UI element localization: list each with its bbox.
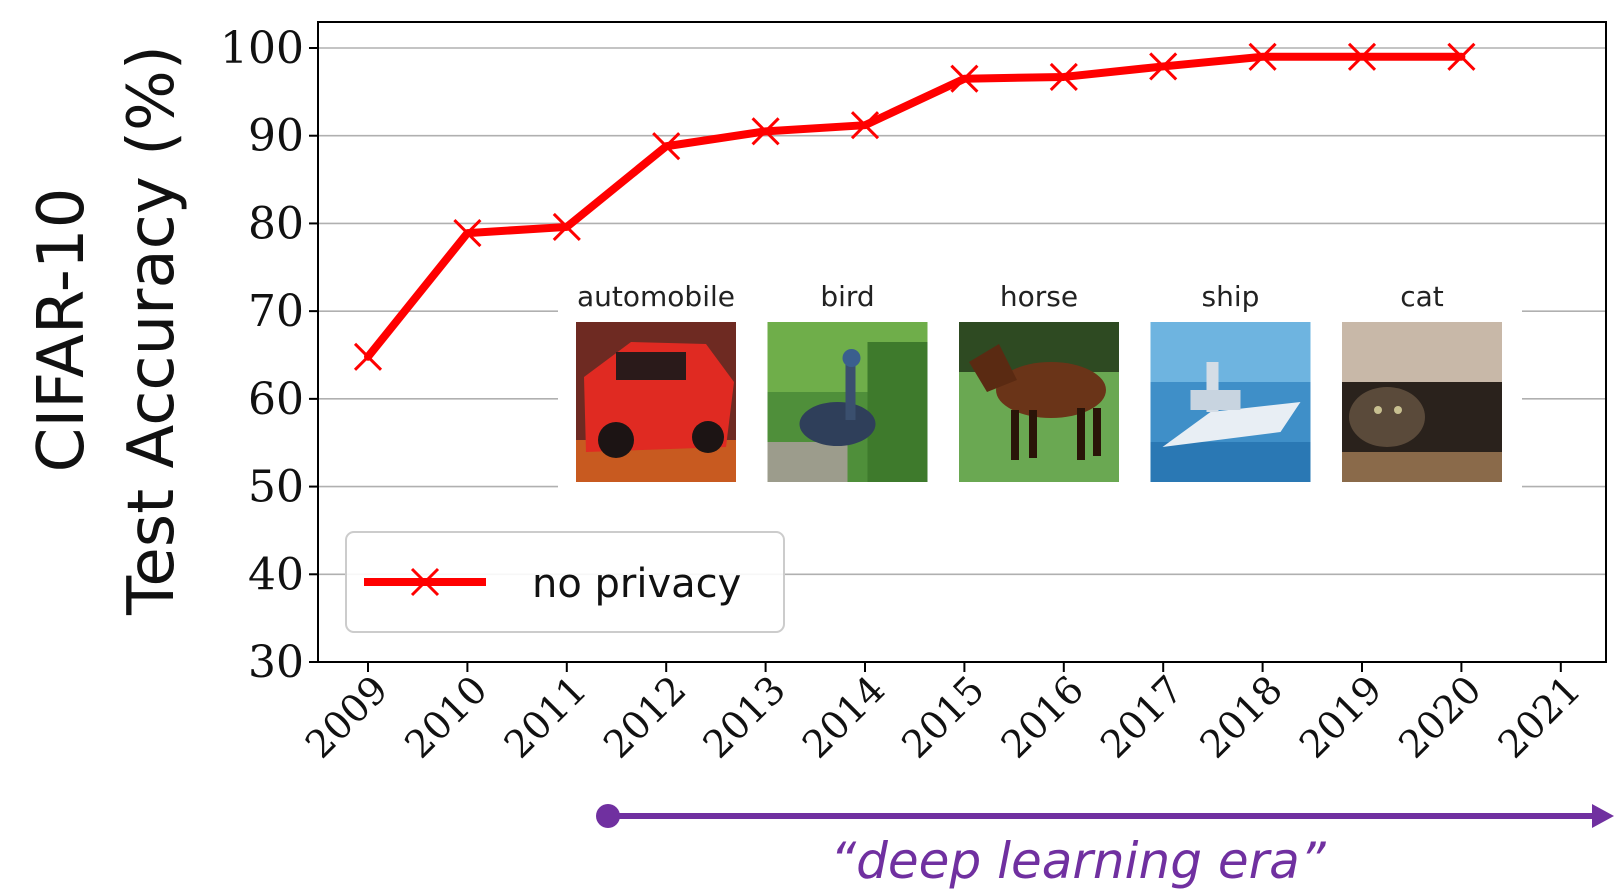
y-tick-label-80: 80: [248, 198, 304, 249]
thumbnail-label-bird: bird: [820, 280, 874, 313]
data-point-2017: [1149, 52, 1178, 81]
data-point-2020: [1447, 42, 1476, 71]
thumbnail-cat: cat: [1342, 280, 1502, 482]
data-point-2018: [1248, 42, 1277, 71]
thumbnail-image-cat: [1342, 322, 1502, 482]
thumbnail-image-bird: [767, 322, 928, 482]
data-point-2014: [850, 111, 880, 140]
y-tick-label-40: 40: [248, 549, 304, 600]
thumbnail-image-ship: [1150, 322, 1311, 482]
legend-marker-no-privacy: [364, 567, 486, 597]
era-label: “deep learning era”: [830, 832, 1327, 890]
data-point-2019: [1347, 42, 1377, 71]
y-axis-title-line-1: CIFAR-10: [25, 188, 99, 473]
thumbnail-image-horse: [959, 322, 1119, 482]
plot-frame: [317, 21, 1607, 663]
thumbnail-ship: ship: [1150, 280, 1311, 482]
deep-learning-era-annotation: “deep learning era”: [596, 804, 1614, 890]
data-point-2011: [552, 212, 581, 241]
y-axis-title-line-2: Test Accuracy (%): [115, 45, 189, 616]
thumbnail-label-horse: horse: [1000, 280, 1078, 313]
data-point-2010: [453, 219, 482, 248]
data-series: [353, 42, 1476, 371]
data-point-2009: [353, 342, 383, 371]
series-line-no-privacy: [364, 52, 1466, 361]
y-tick-label-100: 100: [220, 23, 304, 74]
y-tick-label-30: 30: [248, 637, 304, 688]
axes: [317, 21, 1607, 663]
data-point-2015: [950, 64, 979, 93]
y-tick-label-50: 50: [248, 462, 304, 513]
y-tick-label-70: 70: [248, 286, 304, 337]
era-arrow-head: [1592, 804, 1614, 828]
legend-label-no-privacy: no privacy: [532, 561, 741, 607]
legend-box: [345, 531, 785, 633]
data-point-2016: [1049, 62, 1078, 92]
data-point-2012: [652, 132, 681, 161]
thumbnail-image-automobile: [576, 322, 736, 482]
era-arrow-start-dot: [596, 804, 620, 828]
thumbnail-label-automobile: automobile: [577, 280, 735, 313]
thumbnail-label-ship: ship: [1202, 280, 1260, 313]
thumbnail-bird: bird: [767, 280, 928, 482]
thumbnail-automobile: automobile: [576, 280, 736, 482]
thumbnail-horse: horse: [959, 280, 1119, 482]
data-point-2013: [751, 117, 780, 146]
cifar-thumbnails: automobile bird horse ship cat: [558, 280, 1522, 490]
y-tick-label-60: 60: [248, 374, 304, 425]
y-tick-label-90: 90: [248, 111, 304, 162]
thumbnail-label-cat: cat: [1400, 280, 1444, 313]
legend: no privacy: [345, 531, 785, 633]
